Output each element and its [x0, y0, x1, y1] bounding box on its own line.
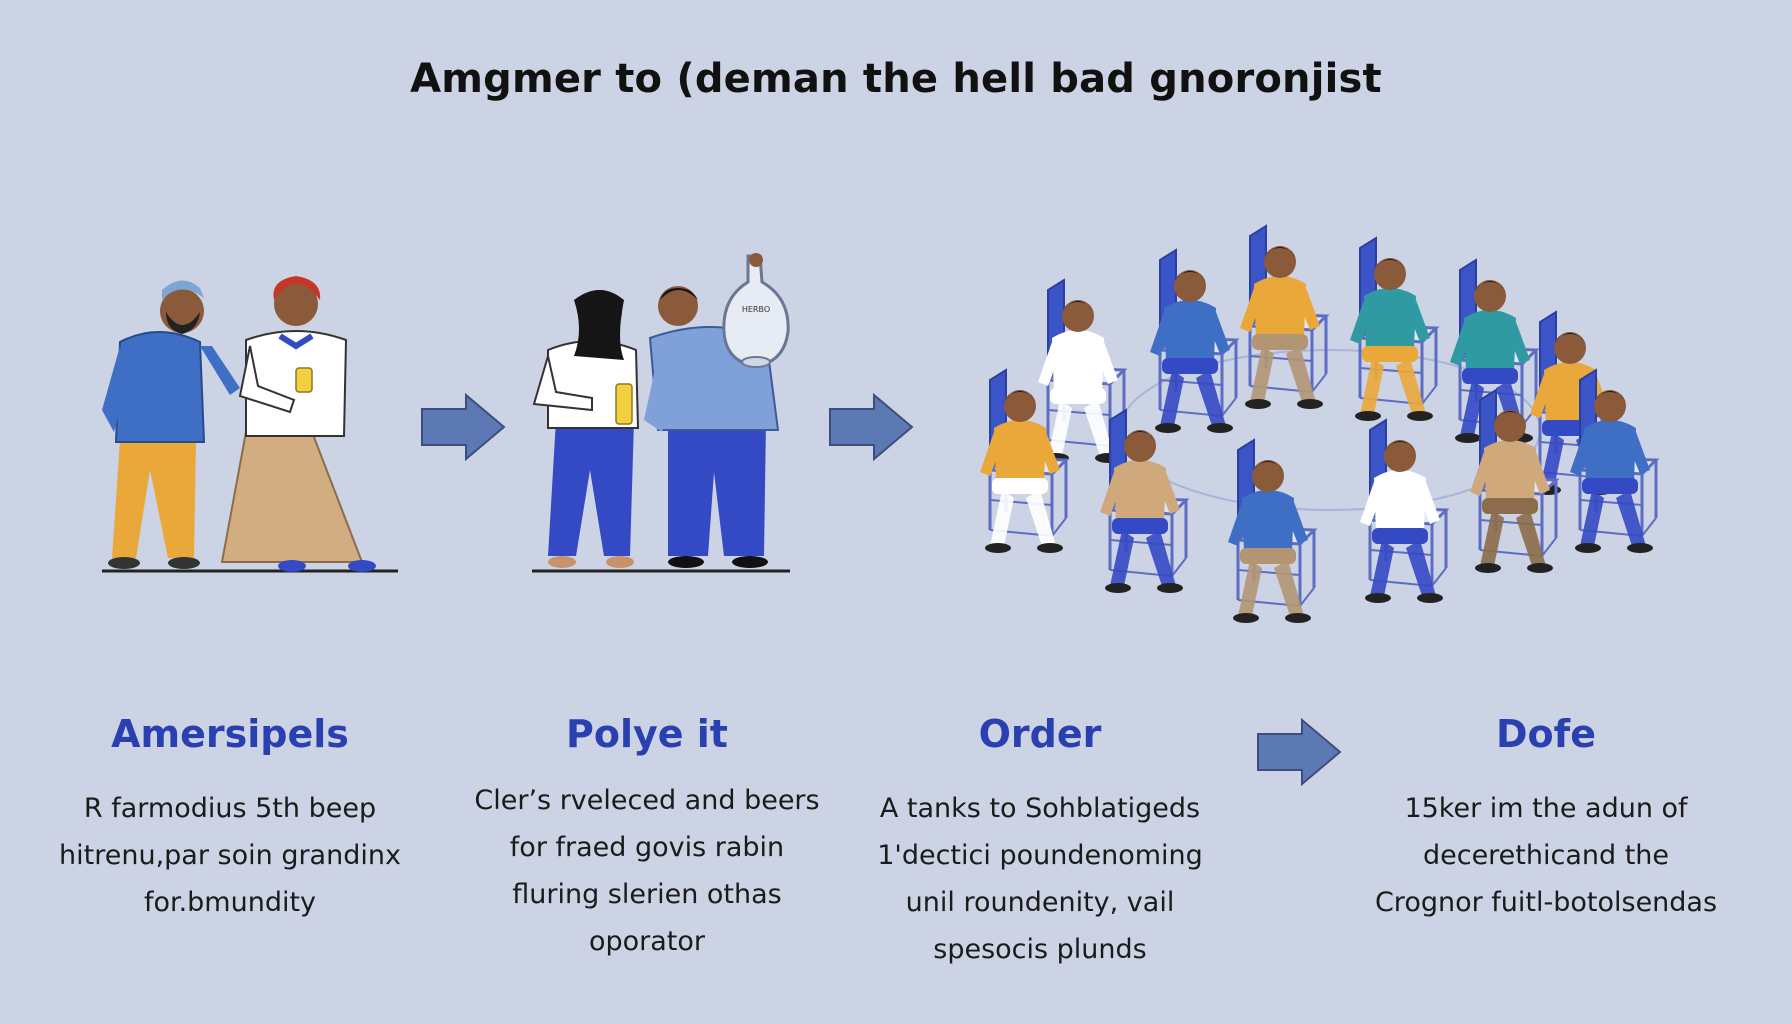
step-3-line-2: 1'dectici poundenoming: [877, 840, 1203, 871]
step-4-line-3: Crognor fuitl-botolsendas: [1374, 887, 1718, 918]
step-2-description: Cler’s rveleced and beers for fraed govi…: [417, 777, 877, 965]
scene-couple-standing: [102, 276, 398, 573]
scene-bottle-pair: HERBO: [532, 253, 790, 573]
woman-skirt-figure: [220, 276, 376, 572]
step-2-line-1: Cler’s rveleced and beers: [474, 785, 820, 816]
step-1-title: Amersipels: [111, 712, 349, 756]
flow-arrow-2: [829, 394, 913, 460]
seated-person-2: [1240, 224, 1328, 409]
woman-white-shirt-figure: [532, 290, 640, 568]
bottle-label: HERBO: [742, 305, 770, 314]
step-1-description: R farmodius 5th beep hitrenu,par soin gr…: [0, 785, 460, 926]
step-2-line-4: oporator: [588, 926, 706, 957]
seated-person-9: [1228, 438, 1316, 623]
step-3-title: Order: [978, 712, 1102, 756]
seated-person-11: [1470, 388, 1558, 573]
seated-person-10: [1360, 418, 1448, 603]
scene-seated-circle: [980, 224, 1658, 623]
step-4-line-2: decerethicand the: [1422, 840, 1670, 871]
seated-person-3: [1350, 236, 1438, 421]
flow-arrow-3: [1257, 719, 1341, 785]
man-blue-shirt-figure: [102, 280, 240, 569]
step-3-line-4: spesocis plunds: [933, 934, 1147, 965]
step-1-line-1: R farmodius 5th beep: [83, 793, 377, 824]
flow-arrow-1: [421, 394, 505, 460]
step-2-line-2: for fraed govis rabin: [509, 832, 785, 863]
step-4-description: 15ker im the adun of decerethicand the C…: [1316, 785, 1776, 926]
diagram-title: Amgmer to (deman the hell bad gnoronjist: [410, 56, 1382, 102]
seated-person-12: [1570, 368, 1658, 553]
step-3-line-1: A tanks to Sohblatigeds: [879, 793, 1201, 824]
step-3-description: A tanks to Sohblatigeds 1'dectici pounde…: [810, 785, 1270, 973]
step-2-line-3: fluring slerien othas: [512, 879, 782, 910]
step-2-title: Polye it: [566, 712, 728, 756]
step-1-line-3: for.bmundity: [143, 887, 317, 918]
step-3-line-3: unil roundenity, vail: [905, 887, 1175, 918]
step-1-line-2: hitrenu,par soin grandinx: [59, 840, 401, 871]
step-4-line-1: 15ker im the adun of: [1404, 793, 1688, 824]
glass-bottle-icon: HERBO: [722, 253, 790, 368]
seated-person-1: [1150, 248, 1238, 433]
step-4-title: Dofe: [1496, 712, 1596, 756]
seated-person-8: [1100, 408, 1188, 593]
